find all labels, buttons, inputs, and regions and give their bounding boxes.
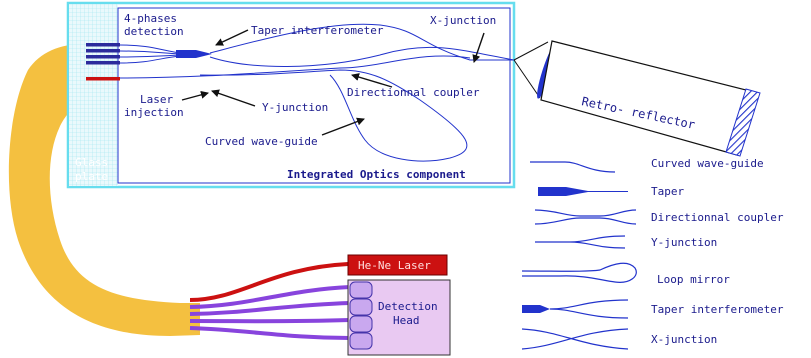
legend-label-x-junction: X-junction [651, 333, 717, 346]
y-junction-icon [535, 235, 626, 249]
curved-wave-guide-icon [530, 161, 616, 173]
chip-inner-border [117, 7, 511, 184]
glass-plate-label-2: plate [75, 170, 108, 183]
waveguides [119, 23, 515, 162]
curved-wave-guide-label: Curved wave-guide [205, 135, 318, 148]
retro-reflector-mirror [725, 88, 761, 157]
x-junction-label: X-junction [430, 14, 496, 27]
detector-cells [349, 281, 373, 350]
phases-detection-label-1: 4-phases [124, 12, 177, 25]
legend-label-y-junction: Y-junction [651, 236, 717, 249]
directional-coupler-label: Directionnal coupler [347, 86, 480, 99]
loop-mirror-icon [521, 262, 637, 283]
fiber-terminations [86, 43, 120, 81]
detection-head-label-1: Detection [378, 300, 438, 313]
legend-label-directional-coupler: Directionnal coupler [651, 211, 784, 224]
fiber-bundle [8, 44, 201, 336]
detection-head-label-2: Head [393, 314, 420, 327]
legend: Curved wave-guide Taper Directionnal cou… [521, 157, 784, 350]
directional-coupler-icon [534, 209, 637, 225]
legend-item-x-junction: X-junction [521, 328, 717, 350]
laser-box [347, 254, 448, 276]
legend-item-y-junction: Y-junction [535, 235, 717, 249]
taper-icon [538, 187, 628, 196]
glass-plate-label-1: Glass [75, 156, 108, 169]
legend-item-directional-coupler: Directionnal coupler [534, 209, 784, 225]
phases-detection-label-2: detection [124, 25, 184, 38]
taper-interferometer-label: Taper interferometer [251, 24, 384, 37]
laser-injection-label-1: Laser [140, 93, 173, 106]
legend-item-curved-wave-guide: Curved wave-guide [530, 157, 764, 173]
legend-item-loop-mirror: Loop mirror [521, 262, 730, 286]
chip-taper-icon [176, 50, 212, 58]
legend-label-loop-mirror: Loop mirror [657, 273, 730, 286]
x-junction-icon [521, 328, 629, 350]
legend-label-curved-wave-guide: Curved wave-guide [651, 157, 764, 170]
laser-label: He-Ne Laser [358, 259, 431, 272]
annotation-arrows [181, 29, 485, 136]
glass-plate [69, 4, 118, 186]
legend-item-taper-interferometer: Taper interferometer [522, 299, 784, 319]
legend-item-taper: Taper [538, 185, 684, 198]
beam-cone [513, 41, 549, 99]
purple-fibers [189, 285, 351, 340]
taper-interferometer-icon [522, 305, 550, 313]
component-title: Integrated Optics component [287, 168, 466, 181]
retro-reflector-tube [540, 40, 759, 156]
laser-injection-label-2: injection [124, 106, 184, 119]
red-fiber [189, 262, 349, 302]
legend-label-taper: Taper [651, 185, 684, 198]
legend-label-taper-interferometer: Taper interferometer [651, 303, 784, 316]
y-junction-label: Y-junction [262, 101, 328, 114]
chip-outline [66, 1, 516, 189]
